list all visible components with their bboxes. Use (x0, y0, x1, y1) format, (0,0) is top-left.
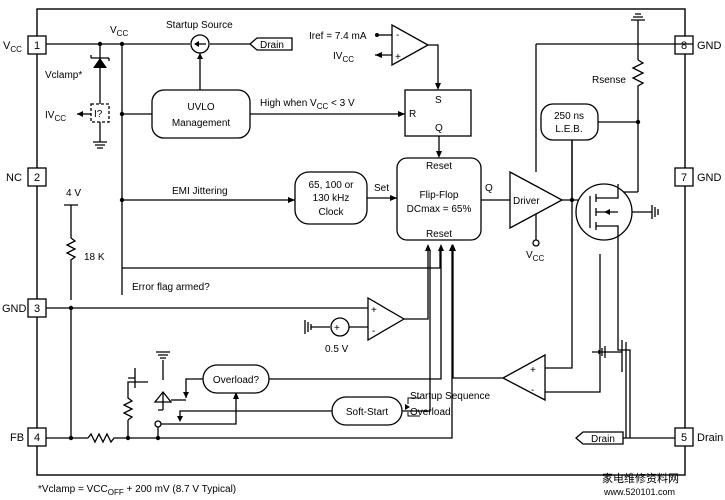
pin-8-label: GND (697, 40, 722, 52)
svg-text:UVLO: UVLO (187, 102, 214, 113)
question-box: I? (94, 109, 103, 120)
startup-source-label: Startup Source (166, 20, 233, 31)
current-sense-comparator: + - (501, 140, 601, 402)
svg-text:DCmax = 65%: DCmax = 65% (407, 204, 472, 215)
svg-text:Overload?: Overload? (213, 375, 260, 386)
driver: Driver VCC (509, 170, 564, 263)
high-when-label: High when VCC < 3 V (260, 98, 355, 111)
svg-text:Reset: Reset (426, 229, 452, 240)
clock-block: 65, 100 or 130 kHz Clock (294, 171, 368, 225)
iref-comparator: - + Iref = 7.4 mA IVCC (309, 23, 441, 90)
svg-text:130 kHz: 130 kHz (313, 193, 350, 204)
vcc-rail-label: VCC (110, 25, 128, 38)
svg-text:www.520101.com: www.520101.com (603, 487, 675, 497)
startup-seq-label: Startup Sequence (410, 391, 490, 402)
pin-2-label: NC (6, 172, 22, 184)
svg-text:-: - (396, 30, 399, 41)
watermark: 家电维修资料网 www.520101.com (602, 471, 679, 497)
drain-tag-top: Drain (249, 37, 293, 51)
pin-5-drain: 5 Drain (674, 427, 723, 447)
svg-text:L.E.B.: L.E.B. (555, 124, 582, 135)
svg-text:2: 2 (34, 172, 40, 184)
rsense-label: Rsense (592, 75, 626, 86)
ivcc-right-label: IVCC (333, 51, 354, 64)
pin-7-label: GND (697, 172, 722, 184)
four-volt-ref: 4 V 18 K (64, 188, 105, 300)
error-comparator: + - (367, 244, 431, 342)
svg-text:4: 4 (34, 432, 40, 444)
ivcc-left-label: IVCC (45, 110, 66, 123)
svg-text:R: R (409, 109, 416, 120)
pin-3-label: GND (2, 303, 27, 315)
drain-tag-bottom: Drain (575, 431, 624, 445)
uvlo-management: UVLO Management (151, 89, 251, 139)
svg-text:7: 7 (681, 172, 687, 184)
footnote: *Vclamp = VCCOFF + 200 mV (8.7 V Typical… (38, 484, 236, 497)
svg-text:Clock: Clock (318, 207, 344, 218)
svg-text:VCC: VCC (3, 40, 22, 54)
pin-3-gnd: 3 GND (2, 298, 47, 318)
emi-label: EMI Jittering (172, 186, 228, 197)
vclamp-zener: Vclamp* (45, 44, 110, 104)
overload-detector: Overload? (202, 364, 270, 394)
svg-text:+: + (371, 305, 377, 316)
pin-8-gnd: 8 GND (674, 35, 722, 55)
ivcc-source-left: I? IVCC (45, 103, 110, 149)
half-volt-label: 0.5 V (325, 344, 349, 355)
error-flag-label: Error flag armed? (132, 282, 210, 293)
pin-1-vcc: 1 VCC (3, 35, 47, 55)
svg-text:4 V: 4 V (66, 188, 81, 199)
svg-text:S: S (435, 95, 442, 106)
vclamp-label: Vclamp* (45, 70, 82, 81)
svg-text:+: + (395, 52, 401, 63)
svg-text:Reset: Reset (426, 161, 452, 172)
svg-text:Drain: Drain (591, 434, 615, 445)
pin-2-nc: 2 NC (6, 167, 47, 187)
svg-text:250 ns: 250 ns (554, 111, 584, 122)
pin-1-number: 1 (34, 40, 40, 52)
svg-text:5: 5 (681, 432, 687, 444)
svg-text:8: 8 (681, 40, 687, 52)
half-volt-source: + 0.5 V (304, 317, 368, 355)
overload-label: Overload (410, 407, 451, 418)
ff-q-label: Q (485, 183, 493, 194)
iref-label: Iref = 7.4 mA (309, 31, 367, 42)
svg-text:Soft-Start: Soft-Start (346, 407, 388, 418)
r18k-label: 18 K (84, 252, 105, 263)
vcc-driver-label: VCC (526, 250, 544, 263)
set-label: Set (374, 183, 389, 194)
soft-start: Soft-Start (331, 396, 403, 426)
svg-text:Drain: Drain (260, 40, 284, 51)
pin-4-label: FB (10, 432, 24, 444)
startup-source: Startup Source (166, 20, 233, 54)
svg-text:家电维修资料网: 家电维修资料网 (602, 471, 679, 485)
sr-latch: S R Q (404, 89, 472, 137)
pin-5-label: Drain (697, 432, 723, 444)
leb-block: 250 ns L.E.B. (540, 103, 599, 141)
svg-text:+: + (334, 323, 340, 334)
pin-4-fb: 4 FB (10, 427, 47, 447)
svg-text:Driver: Driver (513, 196, 540, 207)
flip-flop: Reset Flip-Flop DCmax = 65% Reset (396, 157, 482, 241)
svg-text:3: 3 (34, 303, 40, 315)
fb-pullup-network (122, 351, 239, 438)
chip-outline (36, 8, 686, 476)
svg-text:Flip-Flop: Flip-Flop (420, 190, 459, 201)
main-mosfet (575, 183, 659, 246)
pin-7-gnd: 7 GND (674, 167, 722, 187)
startup-jfet (592, 340, 627, 372)
svg-text:-: - (372, 326, 375, 337)
svg-text:Q: Q (435, 123, 443, 134)
svg-text:Management: Management (172, 118, 231, 129)
svg-text:-: - (531, 385, 534, 396)
svg-text:65, 100 or: 65, 100 or (308, 180, 354, 191)
svg-text:+: + (530, 365, 536, 376)
